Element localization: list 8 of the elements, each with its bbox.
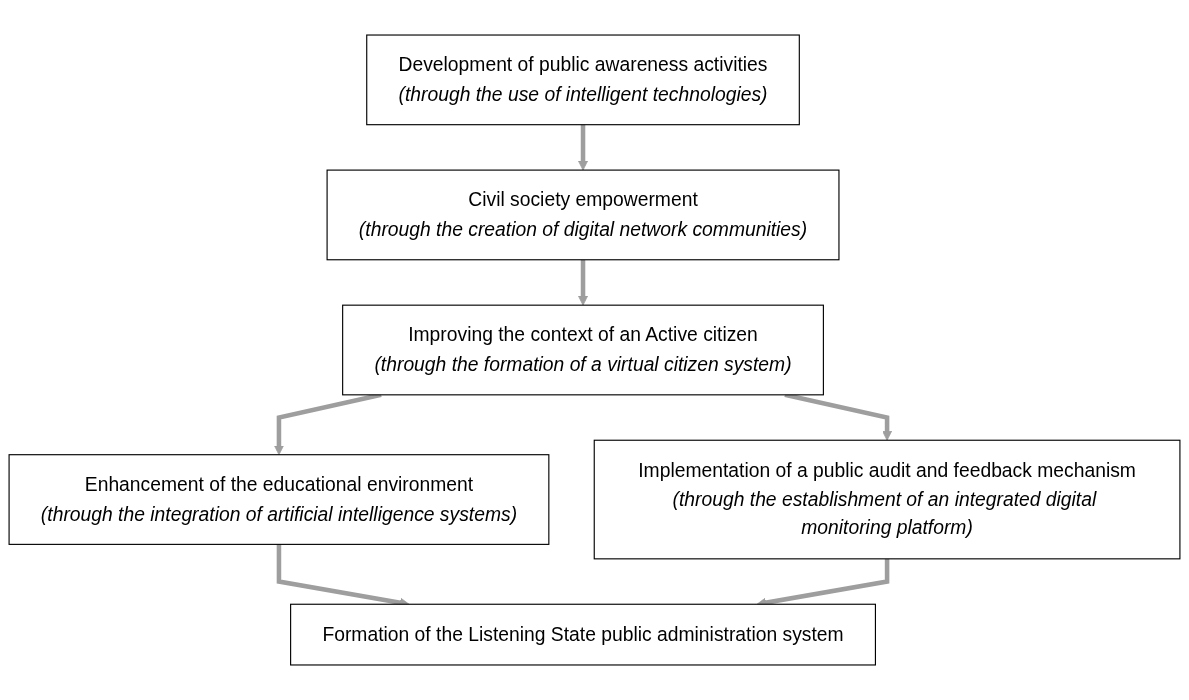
node-box: Implementation of a public audit and feedback mechanism (through the establishment of an integrated digital monitoring platform) — [593, 439, 1181, 560]
node-box: Enhancement of the educational environment (through the integration of artificial intelligence systems) — [8, 454, 550, 545]
node-box: Formation of the Listening State public administration system — [290, 603, 876, 666]
node-box: Development of public awareness activities (through the use of intelligent technologies) — [366, 34, 800, 126]
node-box: Civil society empowerment (through the creation of digital network communities) — [326, 169, 840, 261]
arrow — [578, 259, 588, 306]
arrow — [578, 124, 588, 171]
node-box: Improving the context of an Active citizen (through the formation of a virtual citizen system) — [342, 304, 824, 396]
